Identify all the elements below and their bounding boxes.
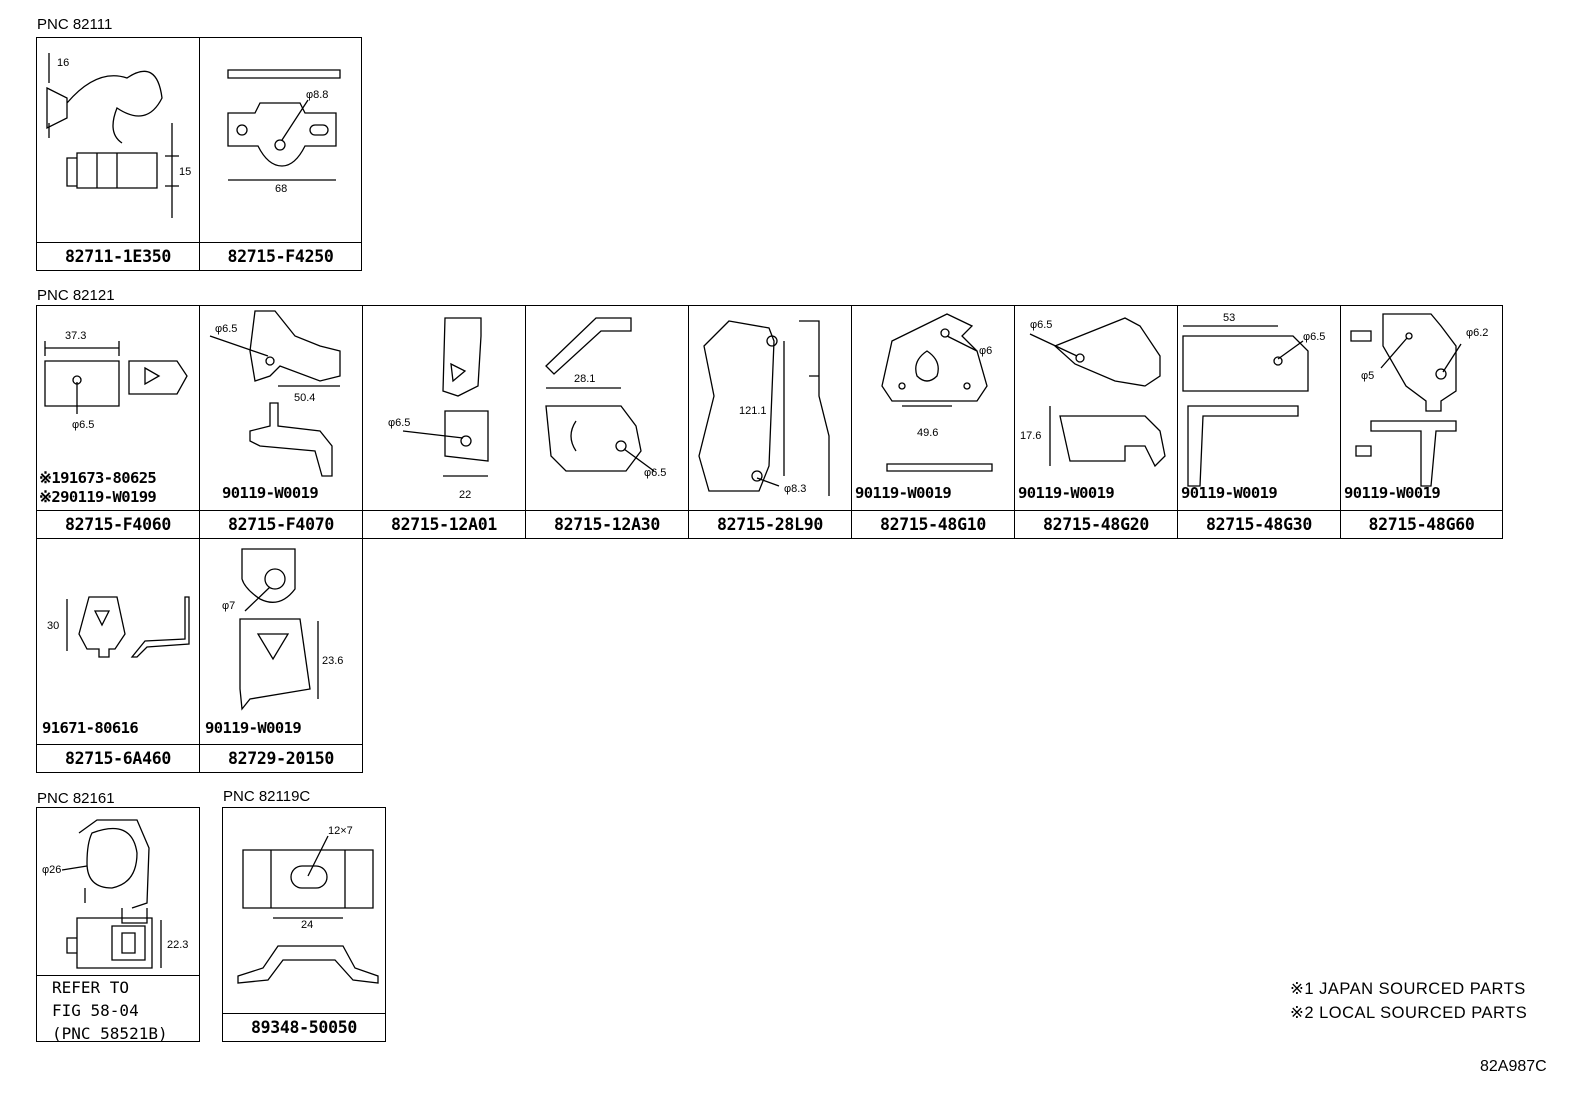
part-cell-82715-48g30[interactable]: 53 φ6.5 90119-W0019 82715-48G30 — [1177, 305, 1341, 539]
part-cell-89348-50050[interactable]: 12×7 24 89348-50050 — [222, 807, 386, 1042]
bracket-drawing: 28.1 φ6.5 — [545, 317, 666, 479]
dim-dia: φ6.5 — [644, 467, 666, 479]
dim-dia: φ6.5 — [1030, 319, 1052, 331]
part-cell-82715-28l90[interactable]: 121.1 φ8.3 82715-28L90 — [688, 305, 852, 539]
dim-30: 30 — [47, 620, 59, 632]
dim-121-1: 121.1 — [739, 405, 767, 417]
dim-49-6: 49.6 — [917, 427, 938, 439]
bracket-drawing: 121.1 φ8.3 — [698, 320, 830, 496]
bolt-ref: 90119-W0019 — [205, 719, 302, 737]
dim-dia: φ6.5 — [72, 419, 94, 431]
part-cell-82715-48g20[interactable]: φ6.5 17.6 90119-W0019 82715-48G20 — [1014, 305, 1178, 539]
part-number: 82715-28L90 — [689, 510, 851, 538]
dim-dia-2: φ5 — [1361, 370, 1374, 382]
bracket-drawing: 53 φ6.5 — [1182, 312, 1325, 487]
dim-dia: φ6.5 — [215, 323, 237, 335]
dim-dia: φ6 — [979, 345, 992, 357]
part-cell-82715-12a30[interactable]: 28.1 φ6.5 82715-12A30 — [525, 305, 689, 539]
bracket-drawing: φ6.5 50.4 — [209, 310, 341, 477]
dim-dia: φ6.5 — [388, 417, 410, 429]
dim-37-3: 37.3 — [65, 330, 86, 342]
bolt-ref: 90119-W0019 — [1018, 484, 1115, 502]
dim-22: 22 — [459, 489, 471, 501]
dim-dia: φ7 — [222, 600, 235, 612]
group-label-82121: PNC 82121 — [37, 287, 115, 304]
group-label-82119c: PNC 82119C — [223, 788, 311, 805]
part-cell-82715-48g10[interactable]: φ6 49.6 90119-W0019 82715-48G10 — [851, 305, 1015, 539]
part-number: 82715-F4070 — [200, 510, 362, 538]
dim-68: 68 — [275, 183, 287, 195]
part-number: 82715-6A460 — [37, 744, 199, 772]
bracket-drawing: φ6.5 22 — [388, 317, 489, 501]
dim-dia: φ6.5 — [1303, 331, 1325, 343]
clip-drawing: 16 15 — [46, 53, 191, 218]
legend: ※1 JAPAN SOURCED PARTS ※2 LOCAL SOURCED … — [1290, 977, 1527, 1025]
bolt-ref-2: ※290119-W0199 — [39, 488, 157, 506]
dim-17-6: 17.6 — [1020, 430, 1041, 442]
bolt-ref-1: ※191673-80625 — [39, 469, 157, 487]
part-number: 82711-1E350 — [37, 242, 199, 270]
dim-dia-1: φ6.2 — [1466, 327, 1488, 339]
group-label-82161: PNC 82161 — [37, 790, 115, 807]
dim-23-6: 23.6 — [322, 655, 343, 667]
bracket-drawing: 37.3 φ6.5 — [44, 330, 188, 431]
dim-50-4: 50.4 — [294, 392, 315, 404]
part-number: 82715-F4060 — [37, 510, 199, 538]
dim-12x7: 12×7 — [328, 825, 353, 837]
bracket-drawing: φ6 49.6 — [881, 313, 993, 472]
part-cell-82161[interactable]: φ26 22.3 REFER TO FIG 58-04 (PNC 58521B) — [36, 807, 200, 1045]
part-cell-82715-12a01[interactable]: φ6.5 22 82715-12A01 — [362, 305, 526, 539]
part-number: 82715-48G60 — [1341, 510, 1502, 538]
bolt-ref: 90119-W0019 — [855, 484, 952, 502]
legend-japan: ※1 JAPAN SOURCED PARTS — [1290, 980, 1526, 998]
bracket-drawing: φ6.2 φ5 — [1350, 313, 1488, 487]
dim-28-1: 28.1 — [574, 373, 595, 385]
clip-drawing: φ26 22.3 — [42, 819, 188, 969]
part-cell-82715-f4060[interactable]: 37.3 φ6.5 ※191673-80625 ※290119-W0199 82… — [36, 305, 200, 539]
part-number: 82715-48G20 — [1015, 510, 1177, 538]
dim-dia: φ8.8 — [306, 89, 328, 101]
dim-15: 15 — [179, 166, 191, 178]
bracket-drawing: 30 — [47, 596, 190, 658]
part-cell-82729-20150[interactable]: φ7 23.6 90119-W0019 82729-20150 — [199, 538, 363, 773]
bolt-ref: 90119-W0019 — [222, 484, 319, 502]
part-cell-82711-1e350[interactable]: 16 15 82711-1E350 — [36, 37, 200, 271]
part-cell-82715-f4070[interactable]: φ6.5 50.4 90119-W0019 82715-F4070 — [199, 305, 363, 539]
part-number: 82729-20150 — [200, 744, 362, 772]
part-cell-82715-f4250[interactable]: φ8.8 68 82715-F4250 — [199, 37, 362, 271]
dim-24: 24 — [301, 919, 313, 931]
refer-note: REFER TO FIG 58-04 (PNC 58521B) — [37, 975, 199, 1045]
bolt-ref: 91671-80616 — [42, 719, 139, 737]
bolt-ref: 90119-W0019 — [1344, 484, 1441, 502]
dim-dia: φ26 — [42, 864, 61, 876]
bracket-drawing: φ7 23.6 — [222, 548, 343, 711]
clip-drawing: 12×7 24 — [237, 825, 379, 984]
group-label-82111: PNC 82111 — [37, 16, 113, 33]
part-cell-82715-6a460[interactable]: 30 91671-80616 82715-6A460 — [36, 538, 200, 773]
part-number: 82715-48G30 — [1178, 510, 1340, 538]
part-number: 82715-12A30 — [526, 510, 688, 538]
legend-local: ※2 LOCAL SOURCED PARTS — [1290, 1004, 1528, 1022]
bracket-drawing: φ8.8 68 — [227, 69, 341, 195]
part-number: 82715-F4250 — [200, 242, 361, 270]
dim-16: 16 — [57, 57, 69, 69]
bracket-drawing: φ6.5 17.6 — [1020, 317, 1166, 468]
bolt-ref: 90119-W0019 — [1181, 484, 1278, 502]
dim-53: 53 — [1223, 312, 1235, 324]
figure-id: 82A987C — [1480, 1058, 1547, 1075]
part-number: 82715-12A01 — [363, 510, 525, 538]
dim-dia: φ8.3 — [784, 483, 806, 495]
dim-22-3: 22.3 — [167, 939, 188, 951]
part-number: 82715-48G10 — [852, 510, 1014, 538]
part-cell-82715-48g60[interactable]: φ6.2 φ5 90119-W0019 82715-48G60 — [1340, 305, 1503, 539]
part-number: 89348-50050 — [223, 1013, 385, 1041]
